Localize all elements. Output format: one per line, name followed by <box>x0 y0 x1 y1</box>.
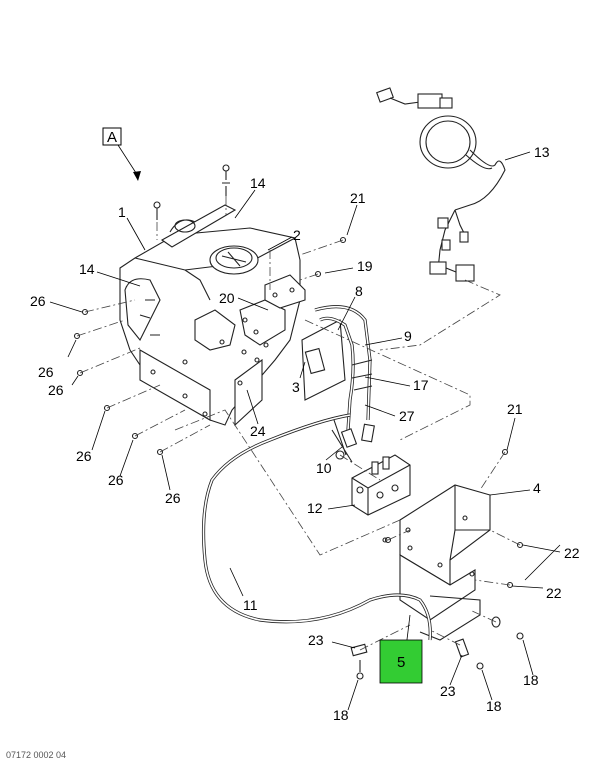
valve-bracket <box>301 305 375 463</box>
mounting-plate <box>382 484 491 641</box>
callout-labels: 13 14 1 21 2 14 19 26 20 8 26 9 26 17 3 … <box>30 144 580 723</box>
callout-19[interactable]: 19 <box>357 258 373 274</box>
callout-26-4[interactable]: 26 <box>76 448 92 464</box>
highlight-box[interactable] <box>379 639 423 684</box>
bracket-assembly <box>264 274 306 309</box>
callout-26-3[interactable]: 26 <box>48 382 64 398</box>
valve-block <box>351 454 411 516</box>
callout-26-6[interactable]: 26 <box>165 490 181 506</box>
callout-3[interactable]: 3 <box>292 379 300 395</box>
callout-2[interactable]: 2 <box>293 227 301 243</box>
side-bolts <box>73 236 524 589</box>
callout-21-top[interactable]: 21 <box>350 190 366 206</box>
drawing-number: 07172 0002 04 <box>6 750 66 760</box>
callout-23-left[interactable]: 23 <box>308 632 324 648</box>
fuel-line <box>201 413 432 641</box>
callout-26-1[interactable]: 26 <box>30 293 46 309</box>
view-marker: A <box>102 127 141 181</box>
callout-20[interactable]: 20 <box>219 290 235 306</box>
callout-12[interactable]: 12 <box>307 500 323 516</box>
callout-22-2[interactable]: 22 <box>546 585 562 601</box>
callout-26-2[interactable]: 26 <box>38 364 54 380</box>
callout-22-1[interactable]: 22 <box>564 545 580 561</box>
tank-body <box>119 204 301 427</box>
callout-13[interactable]: 13 <box>534 144 550 160</box>
callout-23-right[interactable]: 23 <box>440 683 456 699</box>
callout-1[interactable]: 1 <box>118 204 126 220</box>
callout-10[interactable]: 10 <box>316 460 332 476</box>
wiring-harness <box>376 87 506 282</box>
callout-11[interactable]: 11 <box>243 597 258 613</box>
highlight-callout[interactable]: 5 <box>379 639 423 684</box>
callout-26-5[interactable]: 26 <box>108 472 124 488</box>
view-marker-label: A <box>107 129 117 146</box>
callout-21-right[interactable]: 21 <box>507 401 523 417</box>
callout-18-right[interactable]: 18 <box>523 672 539 688</box>
highlight-label: 5 <box>397 654 405 671</box>
assembly-lines <box>76 239 521 651</box>
callout-9[interactable]: 9 <box>404 328 412 344</box>
callout-4[interactable]: 4 <box>533 480 541 496</box>
callout-27[interactable]: 27 <box>399 408 415 424</box>
callout-18-mid[interactable]: 18 <box>486 698 502 714</box>
callout-24[interactable]: 24 <box>250 423 266 439</box>
callout-17[interactable]: 17 <box>413 377 429 393</box>
callout-14-top[interactable]: 14 <box>250 175 266 191</box>
callout-14-side[interactable]: 14 <box>79 261 95 277</box>
callout-8[interactable]: 8 <box>355 283 363 299</box>
top-bolts <box>153 164 230 240</box>
callout-18-left[interactable]: 18 <box>333 707 349 723</box>
leader-lines <box>49 151 561 711</box>
fasteners-bottom <box>350 616 524 680</box>
